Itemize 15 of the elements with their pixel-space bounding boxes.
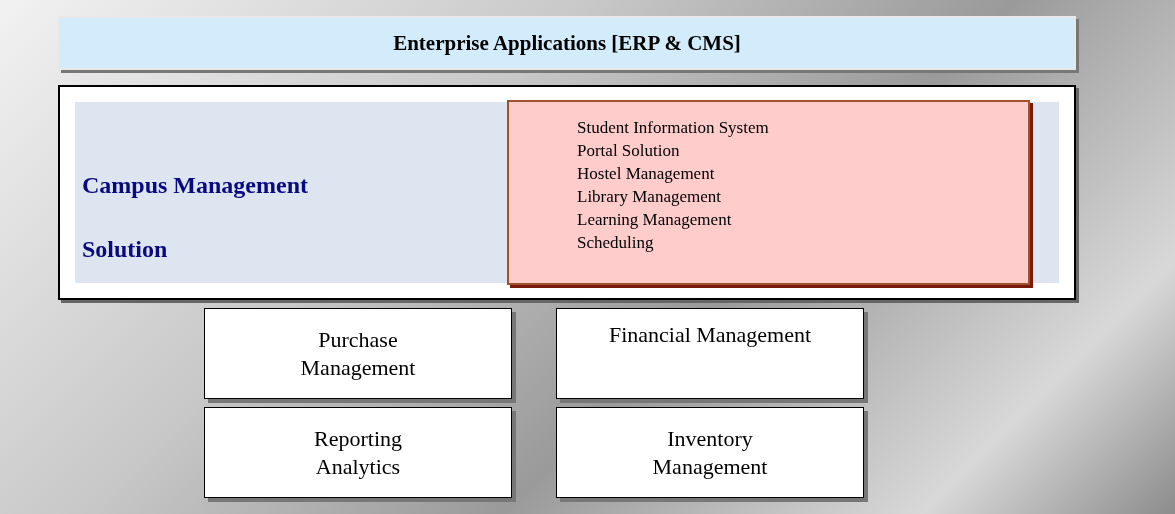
- module-item: Scheduling: [577, 232, 654, 254]
- module-list-box: [507, 100, 1030, 285]
- module-item: Student Information System: [577, 117, 769, 139]
- module-name: Reporting Analytics: [313, 424, 403, 481]
- module-name: Purchase Management: [299, 325, 417, 382]
- module-item: Hostel Management: [577, 163, 715, 185]
- module-name: Financial Management: [607, 321, 813, 349]
- solution-panel: [58, 85, 1076, 300]
- banner-title: Enterprise Applications [ERP & CMS]: [393, 30, 741, 56]
- panel-heading: Campus Management Solution: [82, 171, 309, 264]
- module-item: Library Management: [577, 186, 721, 208]
- module-item: Learning Management: [577, 209, 732, 231]
- title-banner: [58, 16, 1076, 70]
- module-name: Inventory Management: [651, 424, 769, 481]
- module-item: Portal Solution: [577, 140, 680, 162]
